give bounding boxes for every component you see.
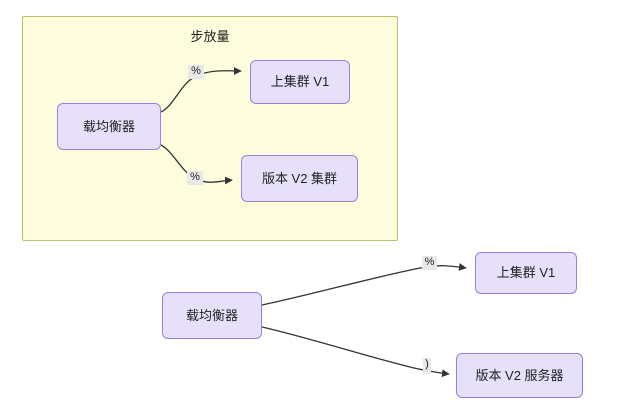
- node-load-balancer-top[interactable]: 载均衡器: [57, 103, 161, 150]
- node-cluster-v2-top[interactable]: 版本 V2 集群: [241, 155, 358, 202]
- edge-label-lb-to-v1-top: %: [188, 65, 204, 79]
- subgraph-title: 步放量: [190, 29, 230, 44]
- edge-label-lb-to-v1-bottom: %: [422, 256, 437, 270]
- node-server-v2-bottom[interactable]: 版本 V2 服务器: [456, 353, 583, 398]
- edge-label-lb-to-v2-bottom: ): [423, 358, 431, 374]
- node-cluster-v1-top[interactable]: 上集群 V1: [250, 60, 350, 104]
- node-cluster-v1-bottom[interactable]: 上集群 V1: [475, 252, 577, 294]
- edge-label-lb-to-v2-top: %: [187, 171, 203, 185]
- edge-lb-to-v1-bottom: [261, 263, 467, 306]
- edge-lb-to-v2-bottom: [261, 326, 450, 378]
- node-load-balancer-bottom[interactable]: 载均衡器: [162, 292, 262, 339]
